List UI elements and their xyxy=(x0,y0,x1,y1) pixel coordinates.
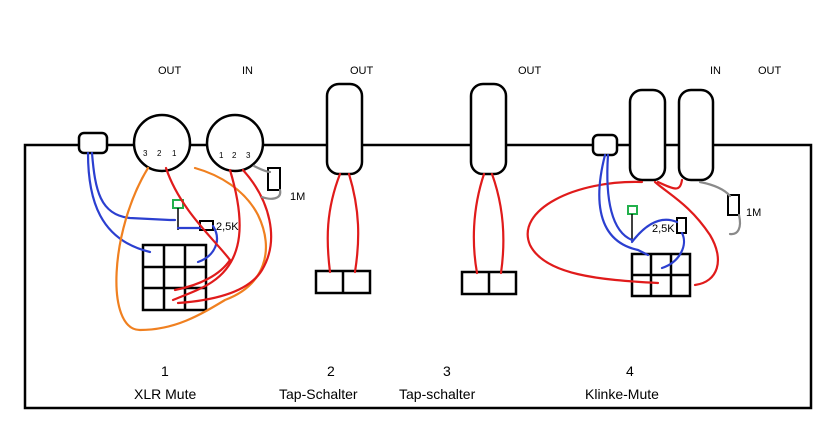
wire-red-2a xyxy=(326,172,342,274)
wire-blue-1a xyxy=(90,151,177,222)
label-in-1: IN xyxy=(242,65,253,77)
switch-grid-1 xyxy=(141,243,208,312)
wire-red-1b xyxy=(171,168,241,302)
wire-blue-1b xyxy=(86,151,152,254)
led-green-4 xyxy=(627,205,638,215)
wire-blue-4a xyxy=(598,153,650,257)
xlr-out-pin-1: 1 xyxy=(172,149,177,158)
section-4-klinke-mute: IN OUT 2,5K 1M xyxy=(526,65,782,298)
section-1-xlr-mute: 3 2 1 1 2 3 OUT IN 2,5K 1M xyxy=(77,65,305,332)
wire-red-4b xyxy=(653,180,719,287)
section-4-number: 4 xyxy=(626,363,634,379)
section-1-number: 1 xyxy=(161,363,169,379)
label-res-25k-4: 2,5K xyxy=(652,223,675,235)
footswitch-3 xyxy=(469,82,508,176)
label-out-2: OUT xyxy=(350,65,374,77)
section-3-number: 3 xyxy=(443,363,451,379)
jack-out-4 xyxy=(677,88,715,182)
label-out-1: OUT xyxy=(158,65,182,77)
enclosure-box xyxy=(23,143,813,410)
wire-gray-4 xyxy=(698,180,742,236)
resistor-2-5k-4 xyxy=(676,217,687,234)
wire-red-4a xyxy=(526,180,660,285)
label-out-3: OUT xyxy=(518,65,542,77)
wire-blue-1d xyxy=(196,224,218,264)
footswitch-2 xyxy=(325,82,364,176)
wire-blue-4d xyxy=(660,231,686,270)
wire-orange-1 xyxy=(115,166,267,332)
label-res-1m-4: 1M xyxy=(746,207,761,219)
section-2-tap-schalter: OUT xyxy=(314,65,374,295)
label-res-1m-1: 1M xyxy=(290,191,305,203)
jack-in-4 xyxy=(628,88,667,182)
label-out-4: OUT xyxy=(758,65,782,77)
resistor-1m-1 xyxy=(267,167,281,191)
xlr-in-connector xyxy=(205,113,265,173)
switch-terminals-3 xyxy=(460,270,518,296)
wire-gray-1 xyxy=(252,164,282,200)
switch-terminals-2 xyxy=(314,269,372,295)
xlr-out-pin-3: 3 xyxy=(143,149,148,158)
wire-red-3a xyxy=(472,172,486,275)
wire-red-2b xyxy=(347,172,360,274)
xlr-out-connector xyxy=(132,113,192,173)
label-in-4: IN xyxy=(710,65,721,77)
wire-blue-4c xyxy=(630,218,679,244)
wire-blue-4b xyxy=(606,153,634,242)
xlr-out-pin-2: 2 xyxy=(157,149,162,158)
wire-red-3b xyxy=(490,172,505,275)
resistor-1m-4 xyxy=(727,194,740,216)
switch-grid-4 xyxy=(630,252,692,298)
wire-red-4c xyxy=(656,178,684,190)
jack-small-4 xyxy=(591,133,619,157)
section-4-name: Klinke-Mute xyxy=(585,386,659,402)
xlr-in-pin-3: 3 xyxy=(246,151,251,160)
xlr-in-pin-2: 2 xyxy=(232,151,237,160)
section-3-name: Tap-schalter xyxy=(399,386,476,402)
jack-small-1 xyxy=(77,131,109,155)
label-res-25k-1: 2,5K xyxy=(216,221,239,233)
wire-red-1a xyxy=(164,166,232,292)
section-2-name: Tap-Schalter xyxy=(279,386,358,402)
xlr-in-pin-1: 1 xyxy=(219,151,224,160)
section-3-tap-schalter: OUT xyxy=(460,65,542,296)
wire-red-1c xyxy=(176,168,273,305)
section-1-name: XLR Mute xyxy=(134,386,196,402)
section-2-number: 2 xyxy=(327,363,335,379)
